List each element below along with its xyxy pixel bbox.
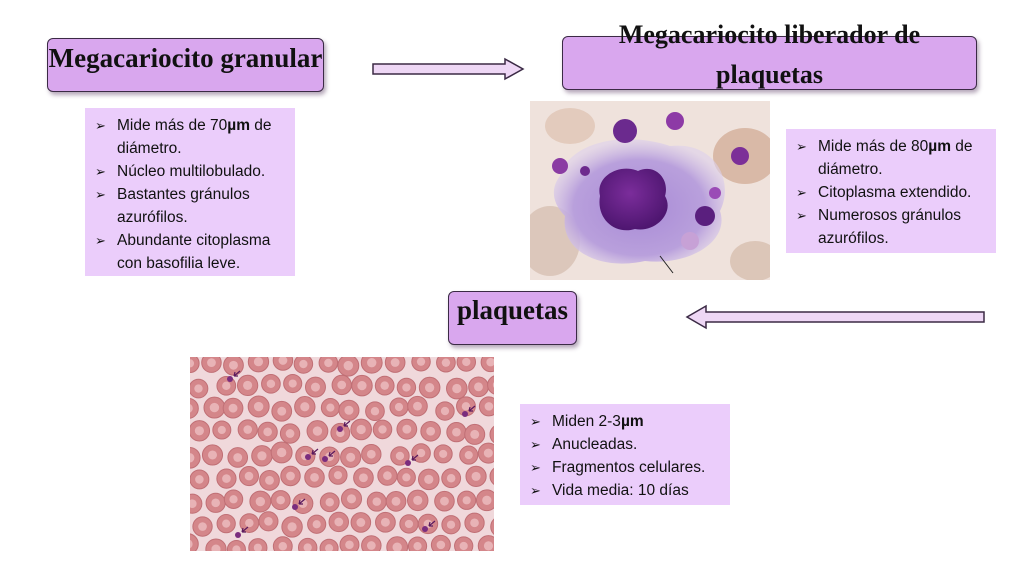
list-item: ➢Núcleo multilobulado. <box>95 160 289 183</box>
list-item: ➢Mide más de 70µm de diámetro. <box>95 114 289 160</box>
title-megacariocito-liberador: Megacariocito liberador de plaquetas <box>562 20 977 90</box>
arrow-bullet-icon: ➢ <box>95 118 106 133</box>
arrow-left <box>685 304 985 330</box>
list-item: ➢Vida media: 10 días <box>530 479 724 502</box>
arrow-bullet-icon: ➢ <box>796 185 807 200</box>
micrograph-plaquetas <box>190 357 494 551</box>
arrow-bullet-icon: ➢ <box>95 233 106 248</box>
info-box-liberador: ➢Mide más de 80µm de diámetro. ➢Citoplas… <box>786 129 996 253</box>
arrow-bullet-icon: ➢ <box>95 187 106 202</box>
list-item: ➢Abundante citoplasma con basofilia leve… <box>95 229 289 275</box>
title-granular-text: Megacariocito granular <box>48 43 323 73</box>
title-megacariocito-granular: Megacariocito granular <box>47 38 324 92</box>
arrow-bullet-icon: ➢ <box>95 164 106 179</box>
arrow-right <box>372 57 525 81</box>
info-box-plaquetas: ➢Miden 2-3µm ➢Anucleadas. ➢Fragmentos ce… <box>520 404 730 505</box>
title-plaquetas-text: plaquetas <box>456 295 569 325</box>
info-box-granular: ➢Mide más de 70µm de diámetro. ➢Núcleo m… <box>85 108 295 276</box>
list-item: ➢Bastantes gránulos azurófilos. <box>95 183 289 229</box>
list-item: ➢Numerosos gránulos azurófilos. <box>796 204 990 250</box>
list-item: ➢Miden 2-3µm <box>530 410 724 433</box>
micrograph-megacariocito <box>530 101 770 280</box>
arrow-bullet-icon: ➢ <box>796 208 807 223</box>
list-item: ➢Mide más de 80µm de diámetro. <box>796 135 990 181</box>
arrow-bullet-icon: ➢ <box>530 414 541 429</box>
title-plaquetas: plaquetas <box>448 291 577 345</box>
arrow-bullet-icon: ➢ <box>530 460 541 475</box>
list-item: ➢Citoplasma extendido. <box>796 181 990 204</box>
title-liberador-text: Megacariocito liberador de plaquetas <box>618 20 921 89</box>
list-item: ➢Anucleadas. <box>530 433 724 456</box>
list-item: ➢Fragmentos celulares. <box>530 456 724 479</box>
arrow-bullet-icon: ➢ <box>530 483 541 498</box>
arrow-bullet-icon: ➢ <box>796 139 807 154</box>
arrow-bullet-icon: ➢ <box>530 437 541 452</box>
